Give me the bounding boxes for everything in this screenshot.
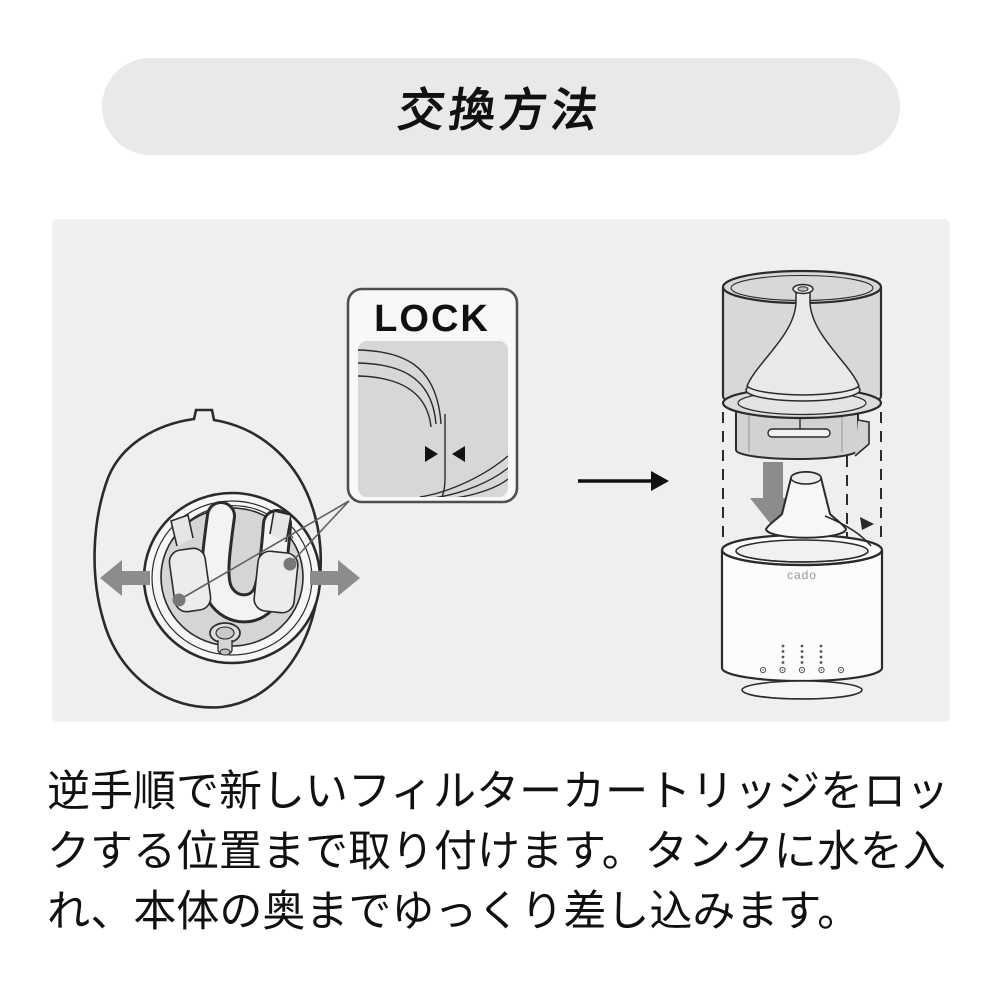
lock-detail-panel xyxy=(358,341,508,497)
lock-callout: LOCK xyxy=(346,287,519,504)
cartridge-slot xyxy=(767,428,831,438)
tank-funnel xyxy=(745,283,861,402)
cartridge-shell-outline xyxy=(93,408,323,709)
title-banner: 交換方法 xyxy=(102,58,900,155)
slide-right-arrow-icon xyxy=(310,560,360,596)
humidifier-exploded-view: cado xyxy=(720,269,884,700)
lock-tab-right xyxy=(269,510,292,543)
instruction-line-2: クする位置まで取り付けます。タンクに水を入 xyxy=(47,828,946,876)
leader-dot-right xyxy=(283,557,297,571)
cartridge-valve xyxy=(209,622,241,656)
align-marker-left-icon xyxy=(425,446,438,462)
control-button-icons xyxy=(759,666,845,674)
lock-tab-left xyxy=(170,513,194,547)
instruction-line-1: 逆手順で新しいフィルターカートリッジをロッ xyxy=(47,768,950,816)
slide-left-arrow-icon xyxy=(100,560,150,596)
indicator-dot-grid xyxy=(781,644,823,664)
filter-cartridge-bottom-view xyxy=(93,408,360,709)
alignment-dashed-lines xyxy=(722,412,882,542)
next-step-arrow-icon xyxy=(578,471,669,491)
lock-label: LOCK xyxy=(374,298,490,340)
mist-cone xyxy=(764,471,874,547)
base-unit xyxy=(720,533,884,700)
align-marker-right-icon xyxy=(452,446,465,462)
brand-logo: cado xyxy=(787,568,817,582)
leader-dot-left xyxy=(172,593,186,607)
instruction-line-3: れ、本体の奥までゆっくり差し込みます。 xyxy=(47,888,861,936)
instruction-text: 逆手順で新しいフィルターカートリッジをロッ クする位置まで取り付けます。タンクに… xyxy=(47,762,955,942)
callout-leader-lines xyxy=(172,500,350,607)
